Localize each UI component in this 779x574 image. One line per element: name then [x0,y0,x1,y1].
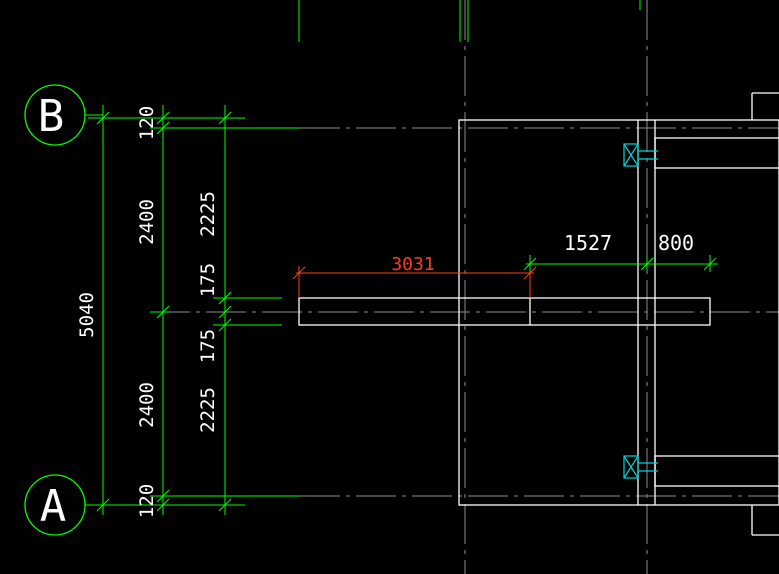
room-outline [458,119,779,506]
axis-label-b: B [38,91,65,142]
lower-slab [654,455,779,487]
dim-overall: 5040 [76,292,98,338]
dim-left-lower: 2400 [136,382,158,428]
grid-axis-bubble-a[interactable]: A [24,474,103,536]
grid-axis-bubble-b[interactable]: B [24,84,103,146]
dim-right-lower: 2225 [197,387,219,433]
dim-right-mid-upper: 175 [197,263,219,297]
dim-left-bottom: 120 [136,484,158,518]
dim-right-upper: 2225 [197,191,219,237]
dim-right-mid-lower: 175 [197,329,219,363]
structure-geometry [298,92,779,536]
left-dimension-texts: 5040 120 2400 2400 120 2225 175 175 2225 [76,106,219,518]
cantilever-beam [298,297,711,326]
column-marker-upper [623,143,658,167]
grid-centerlines [150,0,779,574]
span-dimensions [523,255,718,272]
beam-length-dimension[interactable]: 3031 [292,254,537,298]
dim-left-upper: 2400 [136,199,158,245]
upper-slab [654,137,779,169]
dim-beam-length: 3031 [391,254,434,275]
dim-span-small: 800 [658,231,694,255]
span-dimension-texts: 1527 800 [564,231,694,255]
column-markers [623,143,658,479]
axis-label-a: A [40,481,67,532]
dim-span-right: 1527 [564,231,612,255]
dim-left-top: 120 [136,106,158,140]
column-marker-lower [623,455,658,479]
left-dimension-lines [88,105,300,515]
top-green-lines [298,0,641,42]
